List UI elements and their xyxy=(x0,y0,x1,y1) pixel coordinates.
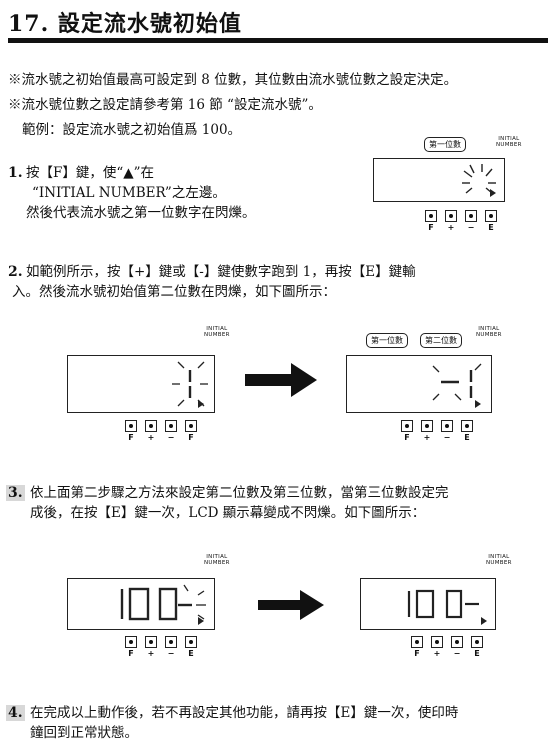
step-1-line-3: 然後代表流水號之第一位數字在閃爍。 xyxy=(26,205,256,221)
step-4-number: 4. xyxy=(6,705,25,721)
indicator-triangle-icon xyxy=(481,617,487,625)
note-digit-setting: ※流水號位數之設定請參考第 16 節 “設定流水號”。 xyxy=(8,97,322,113)
button-f-2[interactable]: F xyxy=(184,420,198,442)
step-1-line-1: 按【F】鍵，使“▲”在 xyxy=(26,165,155,181)
blinking-digit-icon xyxy=(462,164,496,194)
title-divider xyxy=(8,38,548,43)
button-plus[interactable]: + xyxy=(144,420,158,442)
right-arrow-icon xyxy=(258,590,324,620)
step-2-number: 2. xyxy=(8,264,23,280)
step-2-line-1: 如範例所示，按【+】鍵或【-】鍵使數字跑到 1，再按【E】鍵輸 xyxy=(26,264,416,280)
note-example: 範例：設定流水號之初始值爲 100。 xyxy=(22,122,242,138)
page-title: 17. 設定流水號初始值 xyxy=(8,11,242,37)
button-f[interactable]: F xyxy=(400,420,414,442)
step-2-text: 如範例所示，按【+】鍵或【-】鍵使數字跑到 1，再按【E】鍵輸 入。然後流水號初… xyxy=(12,262,416,302)
step-4-text: 在完成以上動作後，若不再設定其他功能，請再按【E】鍵一次，使印時 鐘回到正常狀態… xyxy=(30,703,458,743)
button-plus[interactable]: + xyxy=(144,636,158,658)
button-e[interactable]: E xyxy=(460,420,474,442)
button-row-step3-right: F + − E xyxy=(410,636,484,658)
note-max-digits: ※流水號之初始值最高可設定到 8 位數，其位數由流水號位數之設定決定。 xyxy=(8,72,458,88)
indicator-triangle-icon xyxy=(198,617,204,625)
button-minus[interactable]: − xyxy=(164,420,178,442)
button-row-step2-right: F + − E xyxy=(400,420,474,442)
indicator-triangle-icon xyxy=(198,400,204,408)
button-row-step2-left: F + − F xyxy=(124,420,198,442)
step-4-line-1: 在完成以上動作後，若不再設定其他功能，請再按【E】鍵一次，使印時 xyxy=(30,705,459,721)
button-e[interactable]: E xyxy=(484,210,498,232)
step-1-text: 按【F】鍵，使“▲”在 “INITIAL NUMBER”之左邊。 然後代表流水號… xyxy=(26,163,256,223)
button-row-step1: F + − E xyxy=(424,210,498,232)
button-plus[interactable]: + xyxy=(444,210,458,232)
blinking-digit-icon xyxy=(172,361,208,407)
first-digit-callout: 第一位數 xyxy=(366,333,408,348)
step-1-line-2: “INITIAL NUMBER”之左邊。 xyxy=(32,185,226,201)
button-minus[interactable]: − xyxy=(450,636,464,658)
lcd-display-step3-left xyxy=(67,578,215,630)
step-3-text: 依上面第二步驟之方法來設定第二位數及第三位數，當第三位數設定完 成後，在按【E】… xyxy=(30,483,449,523)
indicator-triangle-icon xyxy=(475,400,481,408)
button-plus[interactable]: + xyxy=(430,636,444,658)
button-f[interactable]: F xyxy=(424,210,438,232)
lcd-display-step3-right xyxy=(360,578,496,630)
button-minus[interactable]: − xyxy=(440,420,454,442)
step-3-number: 3. xyxy=(6,485,25,501)
button-f[interactable]: F xyxy=(410,636,424,658)
button-f[interactable]: F xyxy=(124,420,138,442)
button-minus[interactable]: − xyxy=(464,210,478,232)
step-1-number: 1. xyxy=(8,165,23,181)
step-3-line-2: 成後，在按【E】鍵一次，LCD 顯示幕變成不閃爍。如下圖所示： xyxy=(30,505,426,521)
lcd-digits-100 xyxy=(120,584,206,621)
button-minus[interactable]: − xyxy=(164,636,178,658)
lcd-display-step2-left xyxy=(67,355,215,413)
blinking-digit-icon xyxy=(432,363,482,401)
button-plus[interactable]: + xyxy=(420,420,434,442)
step-3-line-1: 依上面第二步驟之方法來設定第二位數及第三位數，當第三位數設定完 xyxy=(30,485,449,501)
step-4-line-2: 鐘回到正常狀態。 xyxy=(30,725,138,741)
step-2-line-2: 入。然後流水號初始值第二位數在閃爍，如下圖所示： xyxy=(12,284,336,300)
indicator-triangle-icon xyxy=(490,189,496,197)
first-digit-callout: 第一位數 xyxy=(424,137,466,152)
lcd-display-step2-right xyxy=(346,355,492,413)
button-e[interactable]: E xyxy=(184,636,198,658)
second-digit-callout: 第二位數 xyxy=(420,333,462,348)
button-f[interactable]: F xyxy=(124,636,138,658)
lcd-display-step1 xyxy=(373,158,505,202)
button-row-step3-left: F + − E xyxy=(124,636,198,658)
button-e[interactable]: E xyxy=(470,636,484,658)
right-arrow-icon xyxy=(245,363,317,397)
lcd-digits-100 xyxy=(407,589,479,619)
